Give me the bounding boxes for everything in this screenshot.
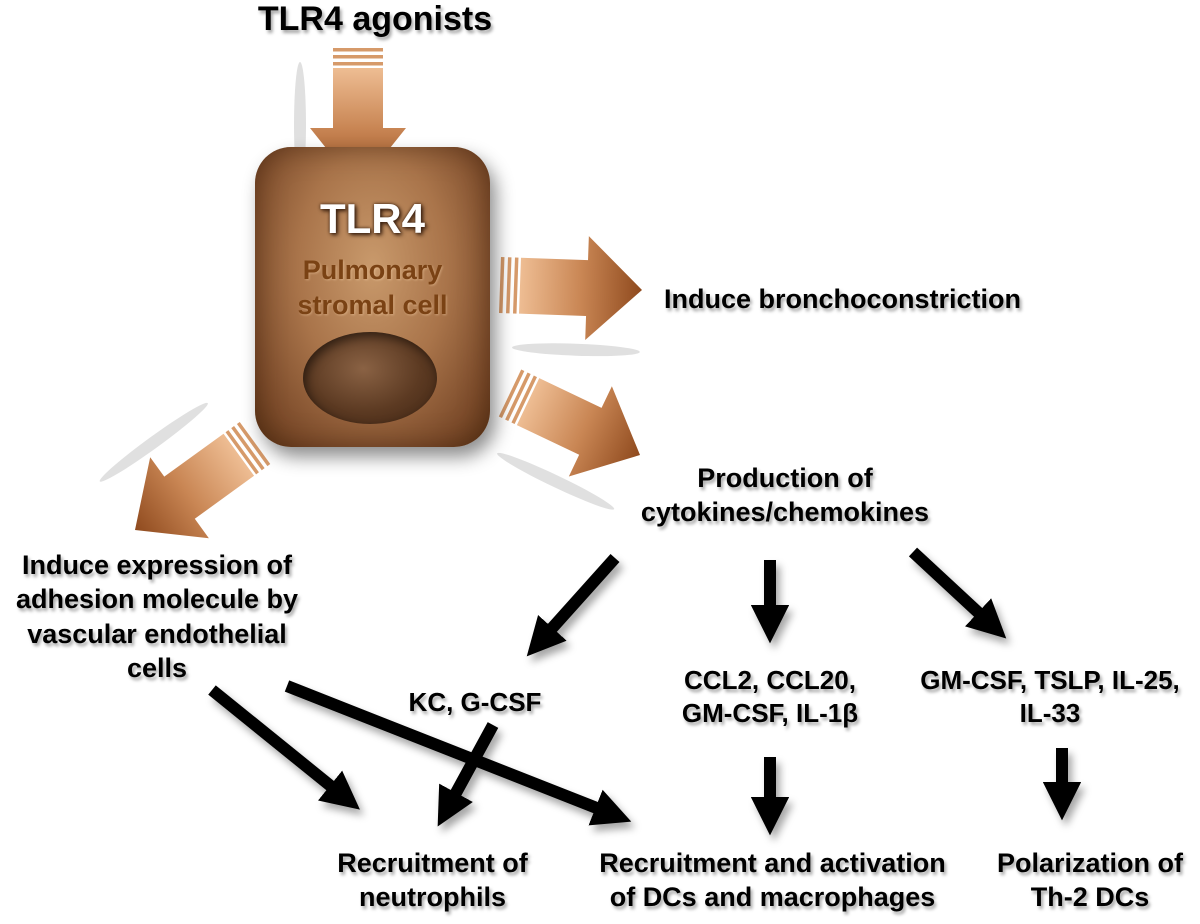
cell-name-line-1: Pulmonary [302, 255, 443, 285]
adhesion-line-2: adhesion molecule by [15, 584, 299, 615]
th2-line-1: Polarization of [996, 848, 1183, 878]
neutrophil-recruitment-label: Recruitment of neutrophils [300, 846, 565, 915]
neutrophil-line-1: Recruitment of [337, 848, 528, 878]
dc-line-1: Recruitment and activation [599, 848, 946, 878]
adhesion-line-4: cells [126, 652, 188, 683]
th2-mediators-label: GM-CSF, TSLP, IL-25, IL-33 [905, 664, 1195, 730]
ccl-line-1: CCL2, CCL20, [684, 665, 856, 695]
dc-recruitment-label: Recruitment and activation of DCs and ma… [575, 846, 970, 915]
brown-arrows [99, 48, 642, 539]
arrow-adhesion-to-neutrophils [208, 685, 360, 810]
agonist-label: TLR4 agonists [257, 0, 493, 38]
ccl-line-2: GM-CSF, IL-1β [681, 698, 859, 729]
adhesion-line-1: Induce expression of [21, 550, 293, 580]
ccl-mediators-label: CCL2, CCL20, GM-CSF, IL-1β [655, 664, 885, 730]
th2-polarization-label: Polarization of Th-2 DCs [980, 846, 1200, 915]
cell-nucleus [303, 332, 437, 424]
cytokine-arrow [497, 369, 641, 510]
pulmonary-stromal-cell: TLR4 Pulmonary stromal cell [255, 147, 490, 447]
kc-gcsf-label: KC, G-CSF [408, 687, 542, 717]
th2-mediators-line-2: IL-33 [1019, 698, 1081, 729]
th2-mediators-line-1: GM-CSF, TSLP, IL-25, [920, 665, 1180, 695]
adhesion-arrow [99, 402, 271, 539]
bronchoconstriction-arrow [499, 236, 642, 357]
cell-name-line-2: stromal cell [297, 290, 448, 321]
arrow-kc-to-neutrophils [437, 722, 499, 827]
arrow-to-gmcsf [908, 547, 1007, 639]
cytokine-line-1: Production of [697, 463, 873, 493]
bronchoconstriction-label: Induce bronchoconstriction [664, 284, 1022, 314]
arrow-to-kc [526, 553, 620, 657]
cytokine-line-2: cytokines/chemokines [640, 497, 930, 528]
adhesion-label: Induce expression of adhesion molecule b… [2, 548, 312, 685]
black-arrows [208, 547, 1082, 836]
adhesion-line-3: vascular endothelial [27, 618, 287, 649]
cell-name-label: Pulmonary stromal cell [255, 253, 490, 323]
arrow-adhesion-to-dcs [284, 680, 632, 826]
th2-line-2: Th-2 DCs [1030, 882, 1150, 913]
neutrophil-line-2: neutrophils [359, 882, 506, 913]
dc-line-2: of DCs and macrophages [609, 882, 936, 913]
cell-receptor-label: TLR4 [320, 195, 425, 242]
cytokine-production-label: Production of cytokines/chemokines [600, 461, 970, 530]
